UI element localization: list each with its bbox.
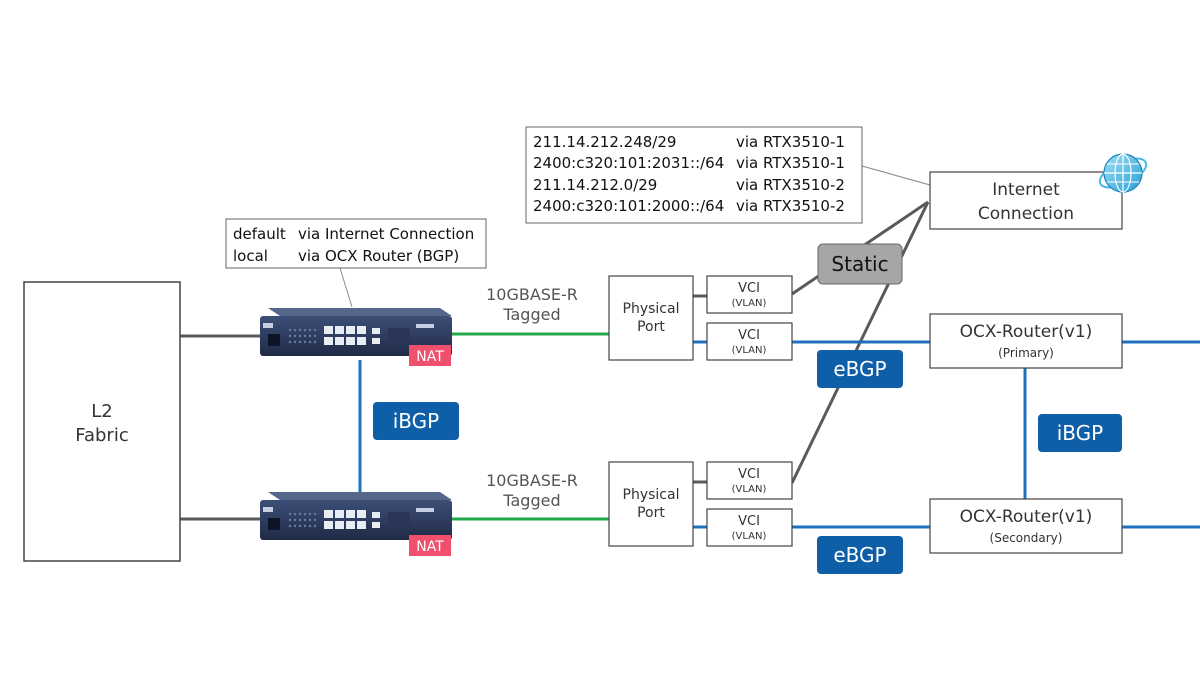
l2-fabric-line1: L2: [91, 401, 112, 422]
static-label: Static: [831, 252, 888, 276]
ocx-router-primary: OCX-Router(v1) (Primary): [929, 313, 1123, 369]
internet-connection-line1: Internet: [992, 180, 1060, 200]
ebgp-badge-bottom: eBGP: [817, 536, 903, 574]
link-top-line2: Tagged: [502, 305, 560, 324]
ebgp-label-bottom: eBGP: [833, 543, 886, 567]
ibgp-label-left: iBGP: [393, 409, 439, 433]
vci-top-static-line1: VCI: [738, 281, 760, 296]
internet-connection-line2: Connection: [978, 204, 1074, 224]
ocx-router-secondary: OCX-Router(v1) (Secondary): [929, 498, 1123, 554]
router-icon: [260, 492, 452, 540]
physical-port-bottom-line1: Physical: [623, 487, 680, 503]
static-route-callout: 211.14.212.248/29 via RTX3510-1 2400:c32…: [525, 126, 863, 224]
static-route-dest-1: 2400:c320:101:2031::/64: [533, 154, 724, 172]
physical-port-top: Physical Port: [608, 275, 694, 361]
vci-top-bgp-line1: VCI: [738, 328, 760, 343]
ibgp-label-right: iBGP: [1057, 421, 1103, 445]
nat-label-top: NAT: [416, 349, 444, 365]
static-route-via-1: via RTX3510-1: [736, 154, 845, 172]
vci-bottom-bgp-line2: (VLAN): [732, 531, 767, 542]
router-bottom: NAT: [260, 492, 452, 556]
physical-port-bottom: Physical Port: [608, 461, 694, 547]
physical-port-top-line1: Physical: [623, 301, 680, 317]
ocx-secondary-line1: OCX-Router(v1): [960, 507, 1093, 527]
callout-leader-rtx: [339, 267, 353, 308]
ibgp-badge-left: iBGP: [373, 402, 459, 440]
nat-badge-top: [409, 345, 451, 366]
static-route-dest-0: 211.14.212.248/29: [533, 133, 676, 151]
vci-bottom-static-line2: (VLAN): [732, 484, 767, 495]
rtx-route-via-0: via Internet Connection: [298, 225, 474, 243]
static-route-dest-2: 211.14.212.0/29: [533, 176, 657, 194]
l2-fabric-node: L2 Fabric: [23, 281, 181, 562]
vci-bottom-bgp-line1: VCI: [738, 514, 760, 529]
vci-box-bottom-bgp: VCI (VLAN): [706, 508, 793, 547]
globe-icon: [1098, 153, 1148, 193]
vci-top-bgp-line2: (VLAN): [732, 345, 767, 356]
rtx-route-dest-0: default: [233, 225, 286, 243]
rtx-route-callout: default via Internet Connection local vi…: [225, 218, 487, 269]
vci-box-top-bgp: VCI (VLAN): [706, 322, 793, 361]
static-route-dest-3: 2400:c320:101:2000::/64: [533, 197, 724, 215]
link-top-line1: 10GBASE-R: [486, 285, 578, 304]
ebgp-badge-top: eBGP: [817, 350, 903, 388]
ibgp-badge-right: iBGP: [1038, 414, 1122, 452]
nat-label-bottom: NAT: [416, 539, 444, 555]
rtx-route-dest-1: local: [233, 247, 268, 265]
link-bottom-line2: Tagged: [502, 491, 560, 510]
ocx-secondary-line2: (Secondary): [990, 531, 1063, 545]
vci-box-bottom-static: VCI (VLAN): [706, 461, 793, 500]
ocx-primary-line2: (Primary): [998, 346, 1054, 360]
rtx-route-via-1: via OCX Router (BGP): [298, 247, 459, 265]
physical-port-top-line2: Port: [637, 319, 665, 335]
static-route-via-2: via RTX3510-2: [736, 176, 845, 194]
physical-port-bottom-line2: Port: [637, 505, 665, 521]
callout-leader-static: [861, 165, 931, 186]
static-route-via-0: via RTX3510-1: [736, 133, 845, 151]
static-route-via-3: via RTX3510-2: [736, 197, 845, 215]
static-badge: Static: [817, 243, 903, 285]
ocx-primary-line1: OCX-Router(v1): [960, 322, 1093, 342]
vci-top-static-line2: (VLAN): [732, 298, 767, 309]
nat-badge-bottom: [409, 535, 451, 556]
router-top: NAT: [260, 308, 452, 366]
ebgp-label-top: eBGP: [833, 357, 886, 381]
vci-box-top-static: VCI (VLAN): [706, 275, 793, 314]
l2-fabric-line2: Fabric: [75, 425, 128, 446]
link-bottom-line1: 10GBASE-R: [486, 471, 578, 490]
vci-bottom-static-line1: VCI: [738, 467, 760, 482]
router-icon: [260, 308, 452, 356]
internet-connection-node: Internet Connection: [929, 171, 1123, 230]
connector-lines: [180, 165, 1200, 529]
